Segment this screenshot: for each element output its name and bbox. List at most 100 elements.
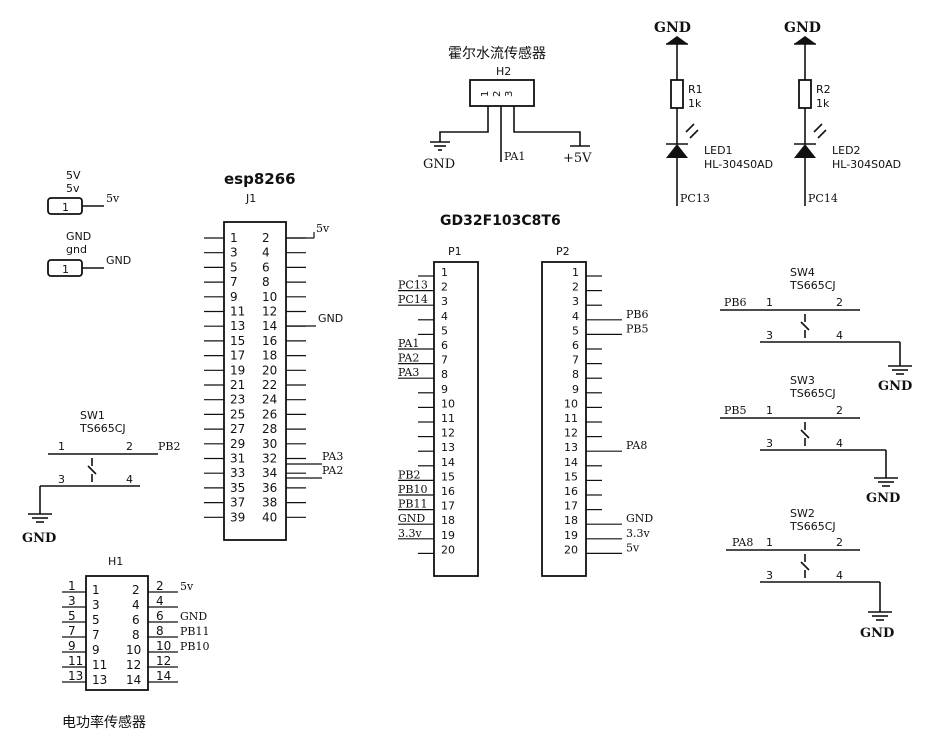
h1-pin-outer: 10	[156, 639, 171, 653]
sw4-part: TS665CJ	[789, 279, 836, 292]
power-gnd-title: GND	[66, 230, 91, 243]
esp-pin-num: 16	[262, 334, 277, 348]
p2-pin-num: 5	[572, 324, 579, 337]
p1-pin-num: 9	[441, 383, 448, 396]
p2-net-label: PB5	[626, 322, 648, 335]
power-gnd-pin: 1	[62, 263, 69, 276]
p1-pin-num: 12	[441, 427, 455, 440]
mcu-p1-label: P1	[448, 245, 462, 258]
sw3-pin4: 4	[836, 437, 843, 450]
h1-pin-num: 6	[132, 613, 140, 627]
p2-net-label: 5v	[626, 541, 640, 554]
p1-net-label: 3.3v	[398, 527, 422, 540]
esp-pin-num: 11	[230, 305, 245, 319]
h1-pin-outer: 9	[68, 639, 76, 653]
power-gnd-sub: gnd	[66, 243, 87, 256]
sw4-pin1: 1	[766, 296, 773, 309]
h1-net-label: PB10	[180, 640, 209, 653]
esp-pin-num: 29	[230, 437, 245, 451]
h1-pin-outer: 1	[68, 579, 76, 593]
p1-net-label: PB2	[398, 468, 420, 481]
sw3-ref: SW3	[790, 374, 815, 387]
esp-pin-num: 8	[262, 275, 270, 289]
p1-pins: 12PC133PC14456PA17PA28PA39101112131415PB…	[398, 266, 455, 556]
sw2-gnd: GND	[860, 626, 894, 641]
p2-pin-num: 12	[564, 427, 578, 440]
sw2-pin3: 3	[766, 569, 773, 582]
esp-ref: J1	[245, 192, 256, 205]
esp-pin-num: 14	[262, 319, 277, 333]
esp-pin-num: 2	[262, 231, 270, 245]
led1-res-val: 1k	[688, 97, 702, 110]
led-circuit-2: GND R2 1k LED2 HL-304S0AD PC14	[784, 20, 901, 206]
sw2-ref: SW2	[790, 507, 815, 520]
p1-pin-num: 11	[441, 412, 455, 425]
p1-net-label: PA3	[398, 366, 419, 379]
sw3-net: PB5	[724, 404, 746, 417]
esp-pin-num: 20	[262, 363, 277, 377]
led1-part: HL-304S0AD	[704, 158, 773, 171]
esp-pin-num: 38	[262, 496, 277, 510]
p2-pin-num: 2	[572, 281, 579, 294]
power-gnd-connector: GND gnd 1 GND	[47, 230, 131, 277]
sw3-pin2: 2	[836, 404, 843, 417]
esp-gnd-net: GND	[318, 312, 343, 325]
p1-pin-num: 16	[441, 485, 455, 498]
sw1-pin3: 3	[58, 473, 65, 486]
sw1-gnd: GND	[22, 531, 56, 546]
p1-pin-num: 3	[441, 295, 448, 308]
esp-pin-num: 25	[230, 407, 245, 421]
sw2-pin2: 2	[836, 536, 843, 549]
h1-pin-outer: 2	[156, 579, 164, 593]
sw3-pin1: 1	[766, 404, 773, 417]
h1-pin-outer: 8	[156, 624, 164, 638]
esp-5v-net: 5v	[316, 222, 330, 235]
p2-pin-num: 20	[564, 543, 578, 556]
p1-net-label: PC13	[398, 279, 428, 292]
esp-pin-num: 36	[262, 481, 277, 495]
esp-pin-num: 35	[230, 481, 245, 495]
p1-net-label: PB11	[398, 498, 427, 511]
h1-pin-outer: 7	[68, 624, 76, 638]
p1-net-label: PB10	[398, 483, 427, 496]
esp-pin-num: 40	[262, 510, 277, 524]
led-circuit-1: GND R1 1k LED1 HL-304S0AD PC13	[654, 20, 773, 206]
p1-pin-num: 17	[441, 500, 455, 513]
h1-pin-outer: 12	[156, 654, 171, 668]
esp-pin-num: 21	[230, 378, 245, 392]
power-5v-sub: 5v	[66, 182, 80, 195]
sw4-gnd: GND	[878, 379, 912, 394]
sw2-net: PA8	[732, 536, 753, 549]
p2-pin-num: 18	[564, 514, 578, 527]
power-5v-title: 5V	[66, 169, 81, 182]
switch-sw2: SW2 TS665CJ PA8 1 2 3 4 GND	[726, 507, 894, 641]
mcu-title: GD32F103C8T6	[440, 213, 561, 229]
sw3-gnd: GND	[866, 491, 900, 506]
hall-sensor: 霍尔水流传感器 H2 1 2 3 GND PA1 +5V	[423, 45, 592, 172]
esp-pin-num: 12	[262, 305, 277, 319]
sw4-pin2: 2	[836, 296, 843, 309]
sw2-part: TS665CJ	[789, 520, 836, 533]
esp-pin-num: 3	[230, 246, 238, 260]
h1-pin-outer: 3	[68, 594, 76, 608]
esp-pin-num: 34	[262, 466, 277, 480]
p1-pin-num: 6	[441, 339, 448, 352]
esp-pa3-net: PA3	[322, 450, 343, 463]
h1-pin-num: 14	[126, 673, 141, 687]
esp-pin-num: 9	[230, 290, 238, 304]
p2-pin-num: 8	[572, 368, 579, 381]
p1-pin-num: 7	[441, 354, 448, 367]
esp-pin-num: 5	[230, 260, 238, 274]
esp-pin-num: 23	[230, 393, 245, 407]
h1-pin-num: 12	[126, 658, 141, 672]
h1-pin-outer: 6	[156, 609, 164, 623]
esp-pin-num: 33	[230, 466, 245, 480]
esp-pin-num: 15	[230, 334, 245, 348]
sw2-pin1: 1	[766, 536, 773, 549]
switch-sw4: SW4 TS665CJ PB6 1 2 3 4 GND	[720, 266, 912, 394]
p2-pin-num: 15	[564, 470, 578, 483]
switch-sw1: SW1 TS665CJ 1 2 PB2 3 4 GND	[22, 409, 180, 546]
esp-pin-num: 28	[262, 422, 277, 436]
